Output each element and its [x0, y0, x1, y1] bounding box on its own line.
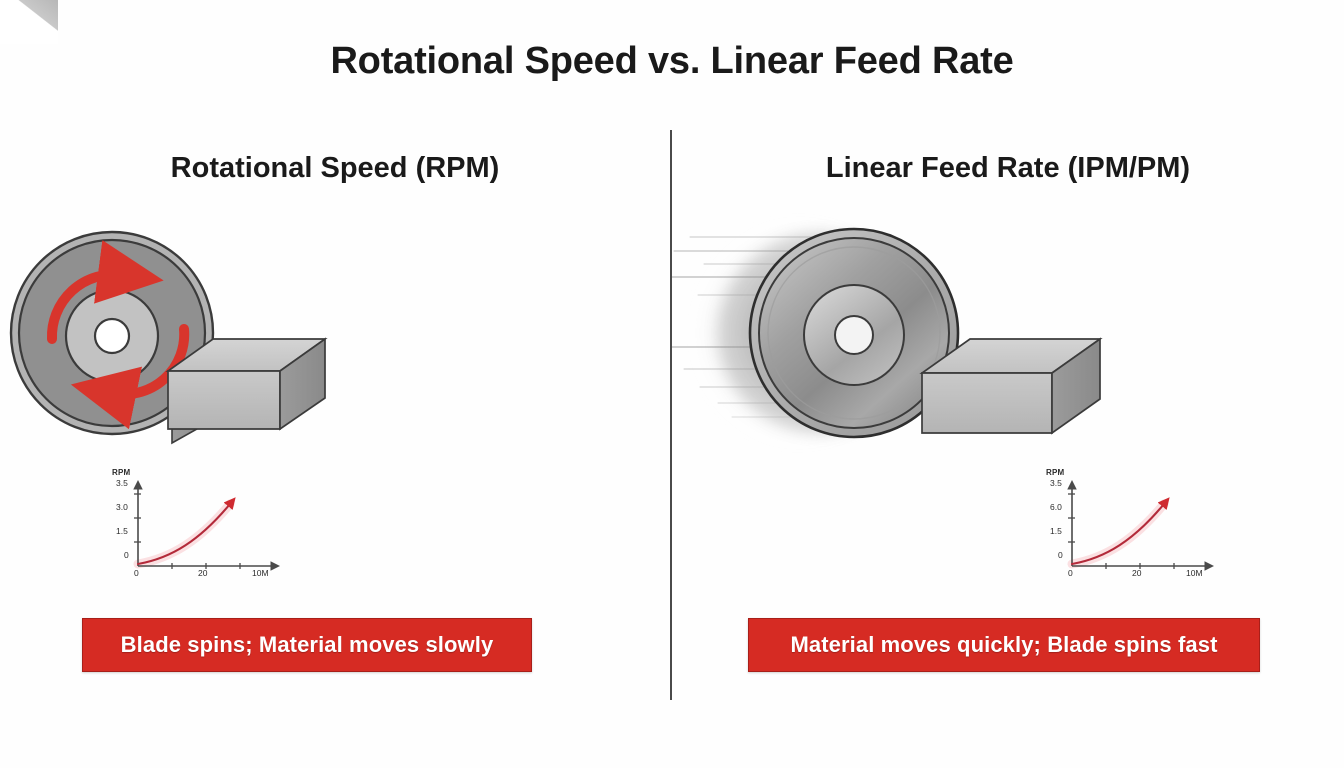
chart-xtick-0-left: 0 — [134, 568, 139, 578]
workpiece-block-right — [919, 337, 1103, 435]
rotation-arrow-bottom-icon — [70, 324, 190, 430]
chart-ytick-2-left: 1.5 — [116, 526, 128, 536]
chart-ytick-1-left: 3.0 — [116, 502, 128, 512]
blade-workpiece-diagram-right — [661, 225, 1103, 441]
chart-line-right — [1070, 497, 1170, 566]
workpiece-block-left-body — [165, 337, 328, 431]
chart-xtick-1-right: 20 — [1132, 568, 1142, 578]
chart-xtick-1-left: 20 — [198, 568, 208, 578]
illustration-linear-feed-rate — [661, 211, 1344, 461]
chart-ylabel-left: RPM — [112, 468, 131, 477]
page-title: Rotational Speed vs. Linear Feed Rate — [330, 40, 1014, 82]
mini-chart-svg-left — [133, 480, 280, 571]
chart-ytick-0-left: 3.5 — [116, 478, 128, 488]
chart-ylabel-right: RPM — [1046, 468, 1065, 477]
caption-banner-right: Material moves quickly; Blade spins fast — [748, 618, 1260, 672]
chart-ytick-3-left: 0 — [124, 550, 129, 560]
panel-rotational-speed: Rotational Speed (RPM) — [0, 140, 670, 700]
blade-workpiece-diagram-left — [9, 230, 328, 445]
mini-chart-linear-feed-rate: RPM 3.5 6.0 1.5 0 0 20 10M — [1046, 468, 1246, 580]
panel-linear-feed-rate: Linear Feed Rate (IPM/PM) — [661, 140, 1344, 700]
chart-ytick-0-right: 3.5 — [1050, 478, 1062, 488]
chart-xtick-2-left: 10M — [252, 568, 269, 578]
corner-accent-decoration — [0, 0, 58, 44]
caption-banner-left: Blade spins; Material moves slowly — [82, 618, 532, 672]
caption-banner-right-text: Material moves quickly; Blade spins fast — [790, 632, 1218, 657]
chart-ytick-3-right: 0 — [1058, 550, 1063, 560]
panel-heading-left: Rotational Speed (RPM) — [170, 152, 500, 184]
illustration-rotational-speed — [0, 211, 670, 461]
mini-chart-rotational-speed: RPM 3.5 3.0 1.5 0 0 20 10M — [112, 468, 312, 580]
caption-banner-left-text: Blade spins; Material moves slowly — [120, 632, 494, 657]
chart-line-left — [136, 497, 236, 566]
blade-disc-right — [748, 227, 960, 439]
chart-xtick-2-right: 10M — [1186, 568, 1203, 578]
rotation-arrow-top-icon — [46, 240, 164, 344]
mini-chart-svg-right — [1067, 480, 1214, 571]
chart-ytick-1-right: 6.0 — [1050, 502, 1062, 512]
chart-xtick-0-right: 0 — [1068, 568, 1073, 578]
chart-ytick-2-right: 1.5 — [1050, 526, 1062, 536]
panel-heading-right: Linear Feed Rate (IPM/PM) — [825, 152, 1191, 184]
panel-divider — [670, 130, 672, 700]
